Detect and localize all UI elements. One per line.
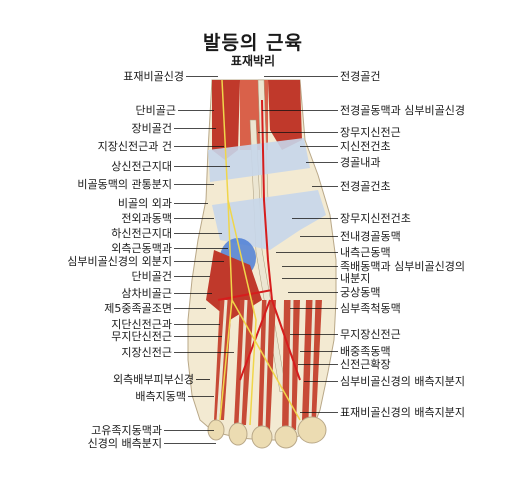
label-anterior-medial-malleolar-artery: 전내경골동맥 — [340, 230, 401, 243]
label-extensor-tendon: 지신전건초 — [340, 140, 391, 153]
label-proper-dorsal-digital-arteries: 고유족지동맥과 — [91, 424, 162, 437]
label-anterior-lateral-malleolar-artery: 전외과동맥 — [121, 212, 172, 225]
superficial-fibular-nerve-branches — [219, 79, 301, 426]
label-medial-branch: 내분지 — [340, 272, 371, 285]
leg-muscle-lateral — [212, 80, 240, 160]
label-fifth-metatarsal-tuberosity: 제5중족골조면 — [104, 302, 172, 315]
label-extensor-digitorum-longus: 지장신전근과 건 — [97, 140, 172, 153]
toe-2 — [274, 425, 298, 449]
label-extensor-expansion: 신전근확장 — [340, 358, 391, 371]
label-extensor-hallucis-longus: 장무지신전근 — [340, 126, 401, 139]
label-superficial-fibular-dorsal-digital: 표재비골신경의 배측지분지 — [340, 406, 465, 419]
label-extensor-hallucis-longus-sheath: 장무지신전건초 — [340, 212, 411, 225]
label-medial-tarsal-artery: 내측근동맥 — [340, 246, 391, 259]
figure-subtitle: 표재박리 — [230, 54, 276, 68]
digital-tendons — [216, 299, 316, 431]
label-lateral-malleolus: 비골의 외과 — [117, 197, 172, 210]
label-lateral-dorsal-cutaneous-nerve: 외측배부피부신경 — [113, 373, 194, 386]
label-fibularis-longus: 장비골건 — [131, 122, 172, 135]
label-dorsalis-pedis-artery: 족배동맥과 심부비골신경의 — [340, 260, 465, 273]
label-fibularis-brevis: 단비골근 — [135, 104, 176, 117]
toe-3 — [251, 425, 273, 449]
label-dorsal-metatarsal-artery: 배중족동맥 — [340, 345, 391, 358]
leader-lines — [164, 76, 338, 444]
label-superficial-fibular-nerve: 표재비골신경 — [123, 70, 184, 83]
label-deep-fibular-dorsal-digital: 심부비골신경의 배측지분지 — [340, 375, 465, 388]
figure-title: 발등의 근육 — [202, 32, 303, 54]
label-arcuate-artery: 궁상동맥 — [340, 286, 381, 299]
inferior-retinaculum-band — [212, 190, 326, 250]
label-tibialis-anterior-sheath: 전경골건초 — [340, 180, 391, 193]
label-superior-extensor-retinaculum: 상신전근지대 — [111, 160, 172, 173]
label-fibularis-brevis-tendon: 단비골건 — [131, 270, 172, 283]
toe-1 — [297, 416, 327, 444]
label-anterior-tibial-artery-deep-fibular-nerve: 전경골동맥과 심부비골신경 — [340, 104, 465, 117]
label-deep-plantar-artery: 심부족척동맥 — [340, 302, 401, 315]
label-fibularis-tertius: 삼차비골근 — [121, 287, 172, 300]
label-lateral-tarsal-artery: 외측근동맥과 — [111, 242, 172, 255]
label-medial-malleolus: 경골내과 — [340, 156, 381, 169]
label-perforating-fibular-artery: 비골동맥의 관통분지 — [77, 178, 172, 191]
toe-5 — [207, 419, 225, 441]
label-proper-dorsal-digital-nerves: 신경의 배측분지 — [87, 437, 162, 450]
toe-4 — [228, 422, 248, 446]
label-extensor-digitorum-longus-tendon: 지장신전근 — [121, 346, 172, 359]
label-extensor-digitorum-brevis: 지단신전근과 — [111, 318, 172, 331]
label-extensor-hallucis-longus-tendon: 무지장신전근 — [340, 328, 401, 341]
superior-retinaculum-band — [208, 138, 310, 182]
label-deep-fibular-nerve-lateral: 심부비골신경의 외분지 — [67, 255, 172, 268]
label-extensor-digiti-minimi-brevis: 무지단신전근 — [111, 330, 172, 343]
label-tibialis-anterior: 전경골건 — [340, 70, 381, 83]
label-dorsal-digital-arteries: 배측지동맥 — [135, 390, 186, 403]
label-inferior-extensor-retinaculum: 하신전근지대 — [111, 227, 172, 240]
